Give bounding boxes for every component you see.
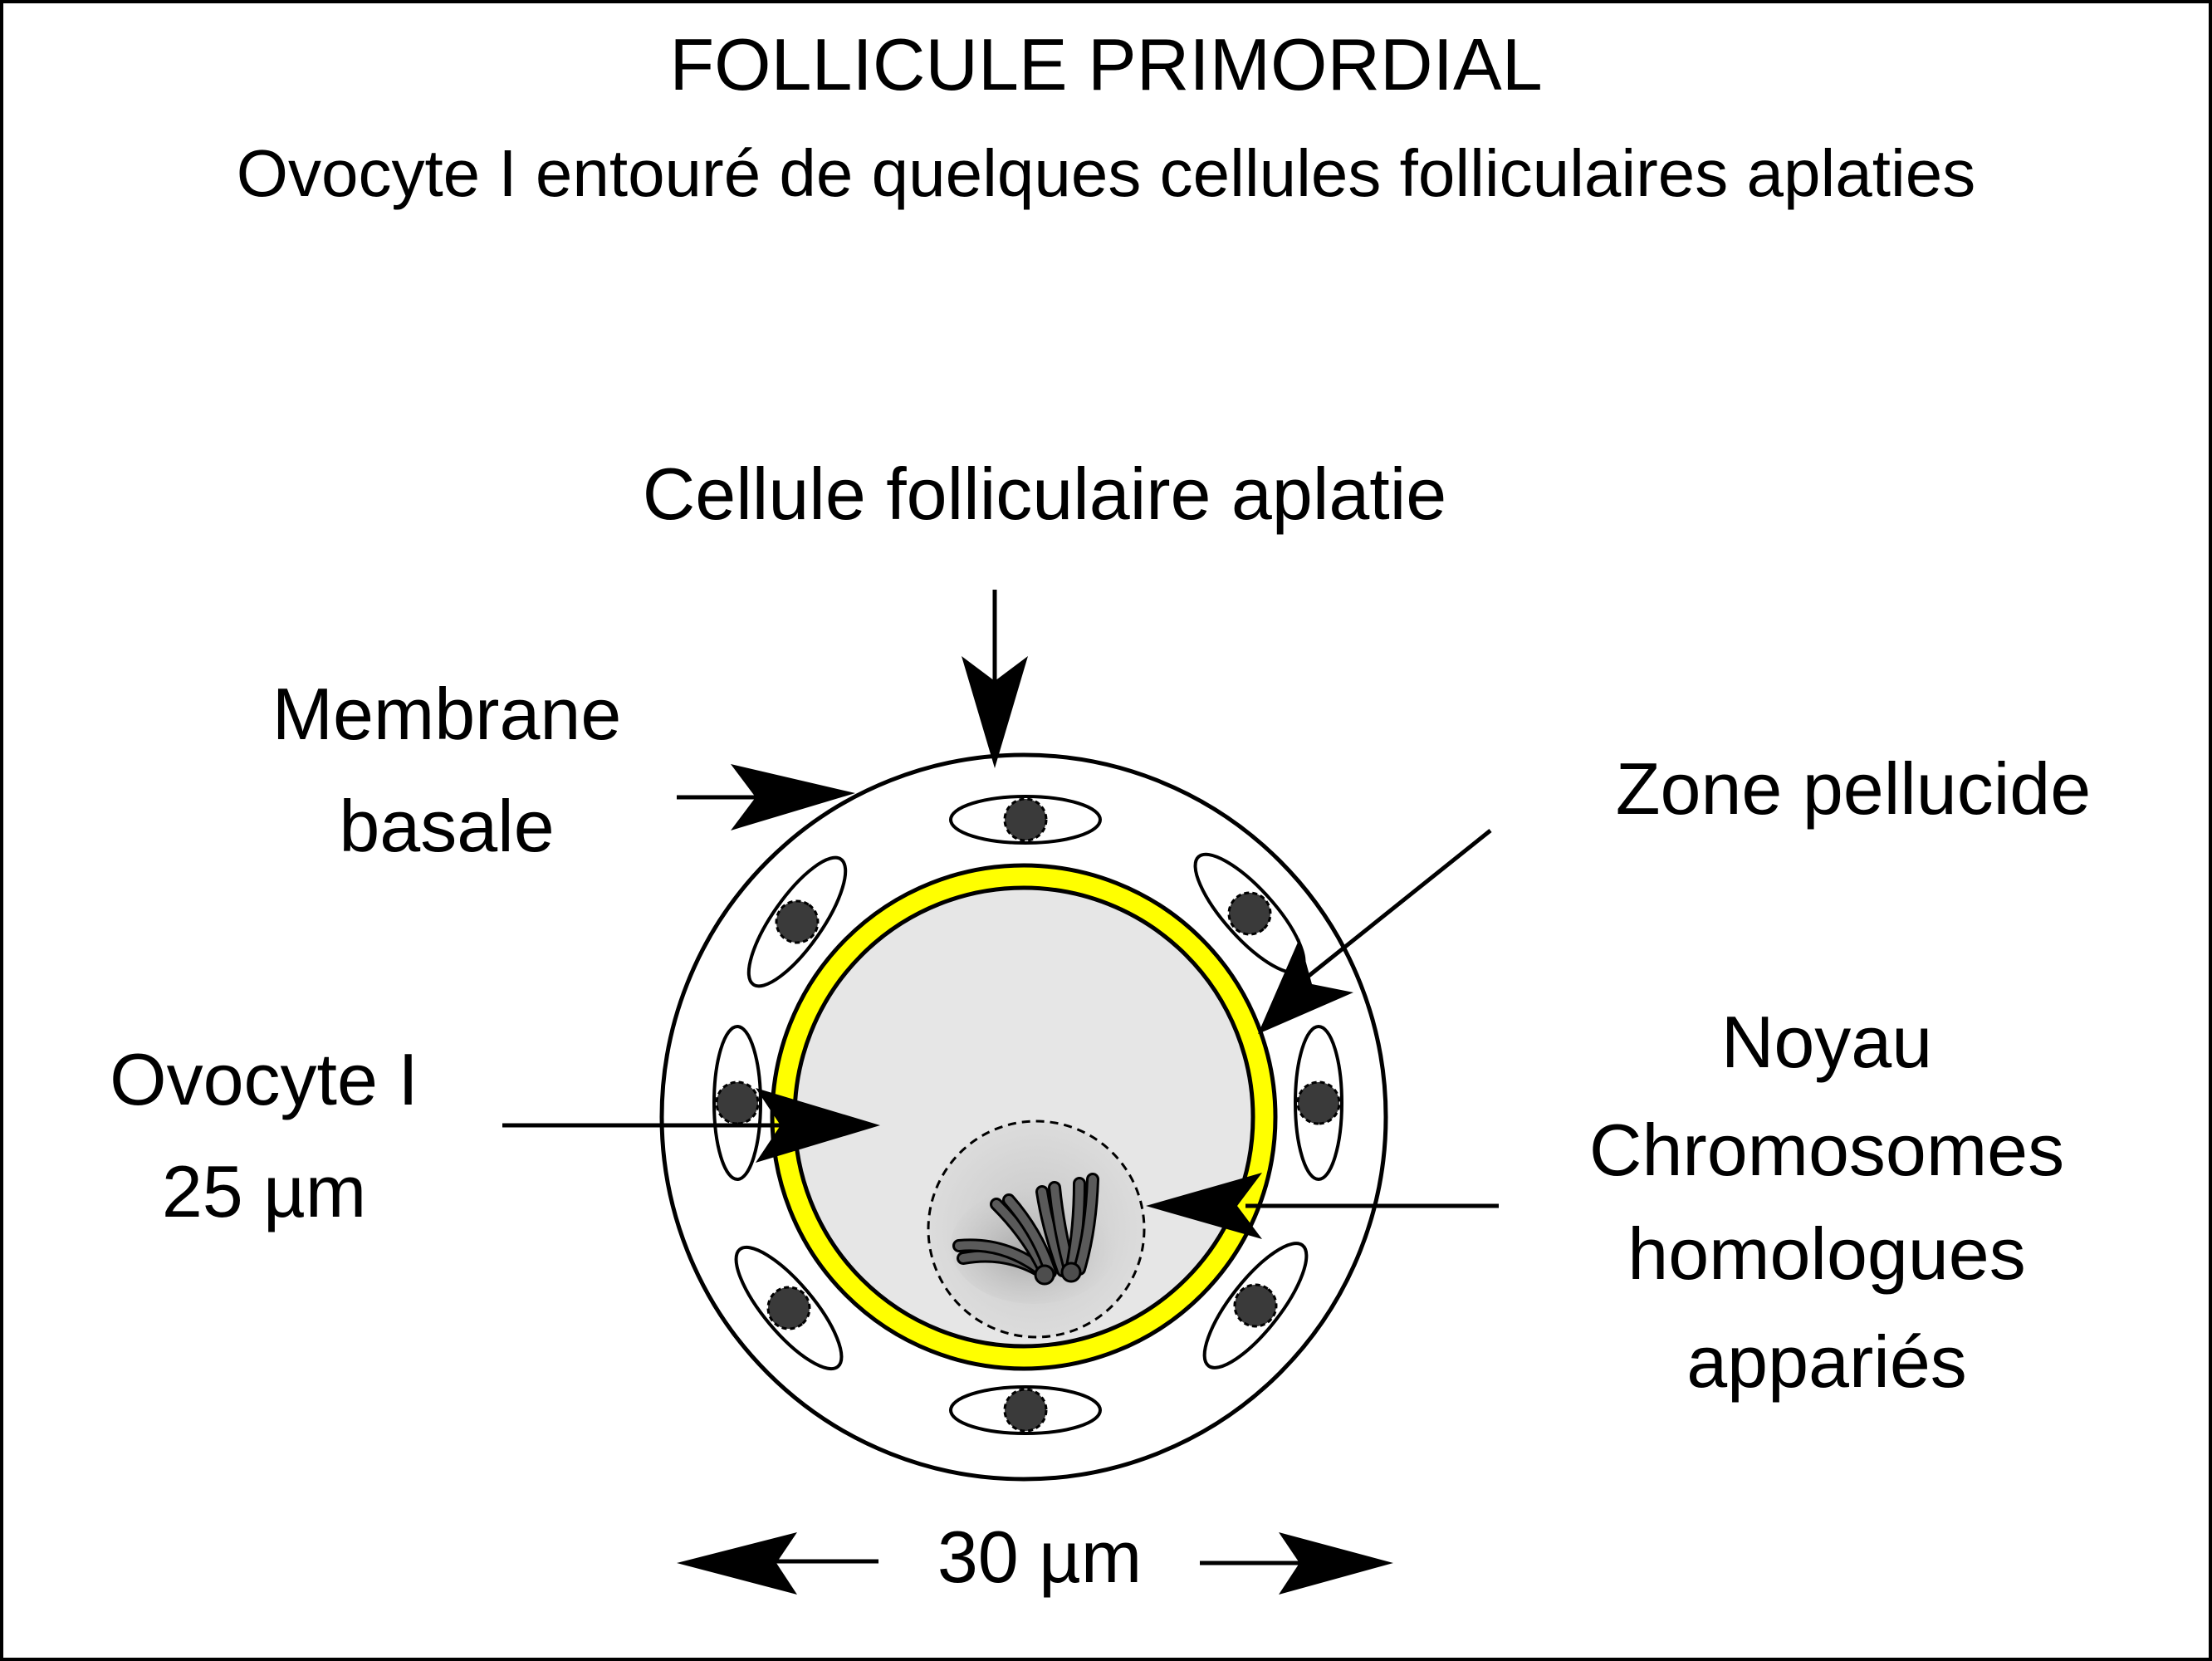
follicular-cell-lower-left [734, 1245, 844, 1371]
arrow-diameter-right [1200, 1532, 1393, 1595]
follicular-cell-bottom [949, 1385, 1102, 1435]
follicular-cell-upper-left [746, 855, 848, 988]
follicular-cell-upper-right [1193, 852, 1306, 975]
diagram-subtitle: Ovocyte I entouré de quelques cellules f… [237, 136, 1976, 210]
arrow-diameter-left [677, 1532, 878, 1595]
arrow-noyau [1146, 1173, 1499, 1239]
label-noyau-line1: Noyau [1721, 1001, 1932, 1083]
label-noyau-line4: appariés [1686, 1320, 1967, 1403]
arrow-cellule-folliculaire [962, 590, 1028, 768]
label-zone-pellucide: Zone pellucide [1616, 747, 2091, 830]
label-diametre: 30 µm [937, 1516, 1142, 1598]
follicular-cell-top [949, 795, 1102, 845]
label-membrane-basale-line1: Membrane [272, 673, 622, 755]
follicular-cell-lower-right [1202, 1242, 1309, 1369]
label-membrane-basale-line2: basale [339, 785, 554, 867]
follicle [659, 752, 1388, 1482]
label-noyau-line3: homologues [1627, 1213, 2025, 1295]
arrow-zone-pellucide [1258, 829, 1492, 1034]
follicular-cell-left [712, 1025, 762, 1181]
label-ovocyte-line1: Ovocyte I [110, 1038, 418, 1120]
follicular-cell-right [1294, 1025, 1343, 1181]
arrow-membrane-basale [677, 764, 855, 830]
diagram-title: FOLLICULE PRIMORDIAL [669, 23, 1542, 105]
label-ovocyte-line2: 25 µm [162, 1150, 366, 1232]
label-noyau-line2: Chromosomes [1589, 1109, 2064, 1191]
chromosomes-homologues [952, 1173, 1099, 1286]
label-cellule-folliculaire: Cellule folliculaire aplatie [643, 453, 1447, 535]
arrow-ovocyte [502, 1088, 880, 1163]
